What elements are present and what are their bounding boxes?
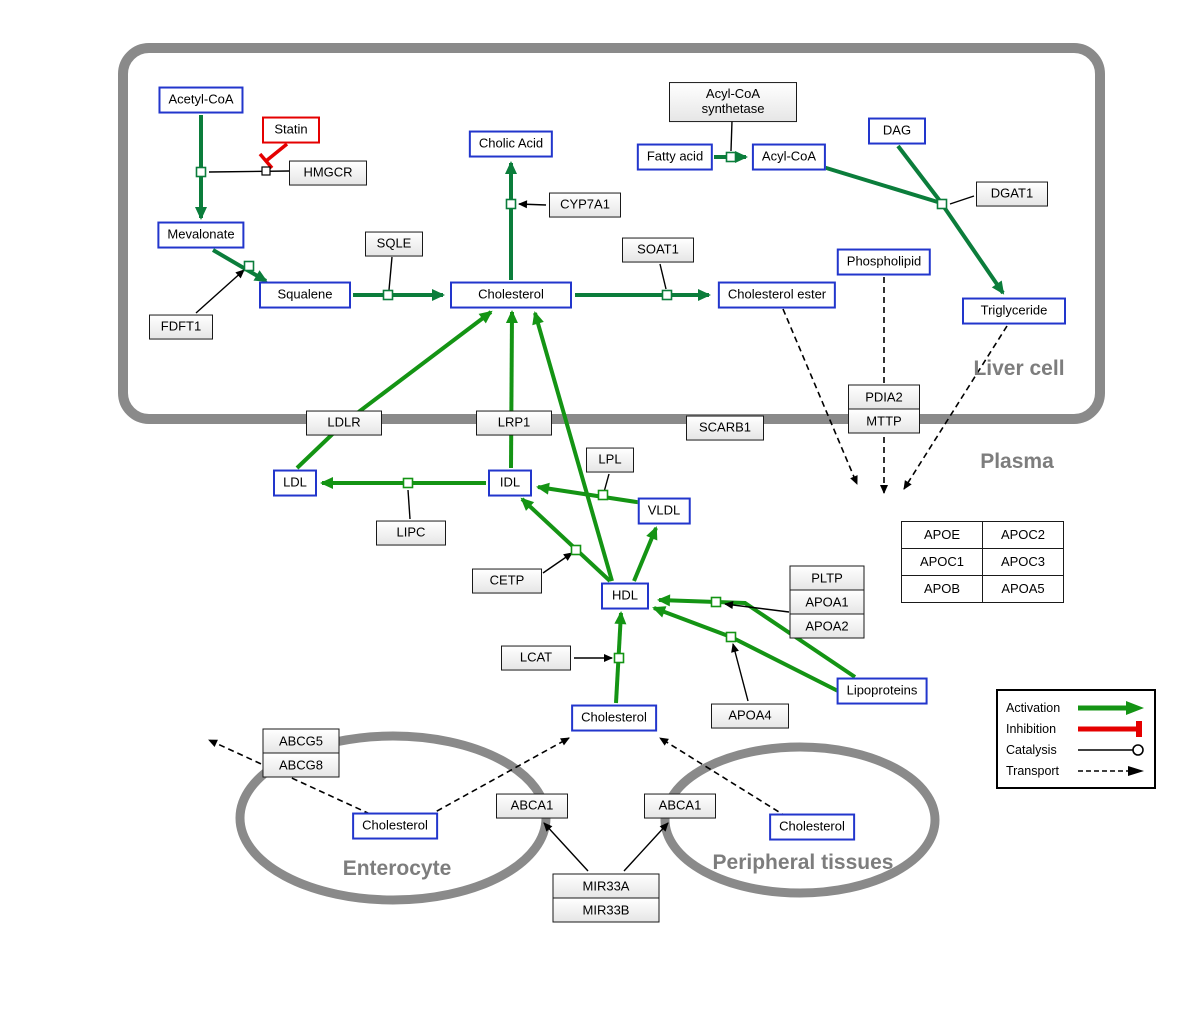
node-statin[interactable]: Statin xyxy=(262,116,320,144)
node-apob[interactable]: APOB xyxy=(901,575,983,603)
node-soat1[interactable]: SOAT1 xyxy=(622,237,694,263)
node-triglyceride[interactable]: Triglyceride xyxy=(962,297,1066,325)
reaction-nodes xyxy=(195,151,948,664)
node-dag[interactable]: DAG xyxy=(868,117,926,145)
node-phospholipid[interactable]: Phospholipid xyxy=(836,248,932,276)
node-acyl-coa-synthetase[interactable]: Acyl-CoA synthetase xyxy=(669,82,797,122)
node-cyp7a1[interactable]: CYP7A1 xyxy=(549,192,621,218)
legend-catalysis-label: Catalysis xyxy=(1006,742,1057,757)
node-ldlr[interactable]: LDLR xyxy=(306,410,382,436)
node-sqle[interactable]: SQLE xyxy=(365,231,423,257)
node-cholesterol-ester[interactable]: Cholesterol ester xyxy=(717,281,837,309)
node-fdft1[interactable]: FDFT1 xyxy=(149,314,213,340)
node-abcg8[interactable]: ABCG8 xyxy=(262,752,340,778)
node-lpl[interactable]: LPL xyxy=(586,447,634,473)
node-hmgcr[interactable]: HMGCR xyxy=(289,160,367,186)
activation-edges-plasma xyxy=(295,310,857,704)
node-dgat1[interactable]: DGAT1 xyxy=(976,181,1048,207)
node-cholesterol-enterocyte[interactable]: Cholesterol xyxy=(352,812,438,840)
node-abca1-enterocyte[interactable]: ABCA1 xyxy=(496,793,568,819)
node-apoc2[interactable]: APOC2 xyxy=(982,521,1064,549)
node-lrp1[interactable]: LRP1 xyxy=(476,410,552,436)
stack-pltp-apoa1-apoa2: PLTP APOA1 APOA2 xyxy=(789,565,865,639)
activation-edges-liver xyxy=(195,115,1005,301)
peripheral-tissues-label: Peripheral tissues xyxy=(712,851,894,874)
node-apoc3[interactable]: APOC3 xyxy=(982,548,1064,576)
catalysis-circle-icon xyxy=(1078,743,1144,756)
hmgcr-catalysis-port xyxy=(261,166,271,176)
enterocyte-label: Enterocyte xyxy=(342,857,452,880)
node-abca1-peripheral[interactable]: ABCA1 xyxy=(644,793,716,819)
plasma-label: Plasma xyxy=(980,450,1054,473)
node-cholesterol-liver[interactable]: Cholesterol xyxy=(450,281,572,309)
node-lipc[interactable]: LIPC xyxy=(376,520,446,546)
node-lcat[interactable]: LCAT xyxy=(501,645,571,671)
stack-abcg5-abcg8: ABCG5 ABCG8 xyxy=(262,728,340,778)
node-mevalonate[interactable]: Mevalonate xyxy=(157,221,245,249)
acyl-coa-synthetase-line1: Acyl-CoA xyxy=(705,86,761,102)
legend-row-catalysis: Catalysis xyxy=(1006,739,1146,760)
node-apoc1[interactable]: APOC1 xyxy=(901,548,983,576)
peripheral-tissues-outline xyxy=(660,742,940,898)
node-mir33b[interactable]: MIR33B xyxy=(552,897,660,923)
node-acetyl-coa[interactable]: Acetyl-CoA xyxy=(158,86,244,114)
inhibition-edge xyxy=(258,142,289,170)
node-apoa5[interactable]: APOA5 xyxy=(982,575,1064,603)
transport-edges xyxy=(208,277,1008,818)
node-apoe[interactable]: APOE xyxy=(901,521,983,549)
legend-activation-label: Activation xyxy=(1006,700,1061,715)
inhibition-tbar-icon xyxy=(1078,720,1142,737)
legend-row-inhibition: Inhibition xyxy=(1006,718,1146,739)
node-acyl-coa[interactable]: Acyl-CoA xyxy=(751,143,827,171)
activation-arrow-icon xyxy=(1078,700,1144,715)
node-apoa1[interactable]: APOA1 xyxy=(789,589,865,615)
apolipoprotein-table: APOE APOC2 APOC1 APOC3 APOB APOA5 xyxy=(901,521,1064,603)
node-cetp[interactable]: CETP xyxy=(472,568,542,594)
catalysis-edges xyxy=(195,120,975,872)
legend-row-transport: Transport xyxy=(1006,760,1146,781)
node-vldl[interactable]: VLDL xyxy=(637,497,691,525)
node-apoa4[interactable]: APOA4 xyxy=(711,703,789,729)
legend-transport-label: Transport xyxy=(1006,763,1060,778)
node-hdl[interactable]: HDL xyxy=(601,582,649,610)
transport-dashed-arrow-icon xyxy=(1078,765,1144,776)
node-idl[interactable]: IDL xyxy=(488,469,532,497)
node-cholic-acid[interactable]: Cholic Acid xyxy=(468,130,554,158)
legend-inhibition-label: Inhibition xyxy=(1006,721,1057,736)
stack-mir33a-mir33b: MIR33A MIR33B xyxy=(552,873,660,923)
node-mttp[interactable]: MTTP xyxy=(848,408,920,434)
node-pdia2[interactable]: PDIA2 xyxy=(848,384,920,410)
node-lipoproteins[interactable]: Lipoproteins xyxy=(836,677,928,705)
liver-cell-label: Liver cell xyxy=(973,357,1065,380)
liver-cell-outline xyxy=(118,43,1105,424)
stack-pdia2-mttp: PDIA2 MTTP xyxy=(848,384,920,434)
legend-row-activation: Activation xyxy=(1006,697,1146,718)
node-squalene[interactable]: Squalene xyxy=(259,281,351,309)
node-cholesterol-peripheral[interactable]: Cholesterol xyxy=(769,813,855,841)
legend: Activation Inhibition Catalysis Transpor… xyxy=(996,689,1156,789)
node-scarb1[interactable]: SCARB1 xyxy=(686,415,764,441)
node-ldl[interactable]: LDL xyxy=(273,469,317,497)
node-apoa2[interactable]: APOA2 xyxy=(789,613,865,639)
acyl-coa-synthetase-line2: synthetase xyxy=(701,101,765,116)
node-fatty-acid[interactable]: Fatty acid xyxy=(636,143,714,171)
node-abcg5[interactable]: ABCG5 xyxy=(262,728,340,754)
node-pltp[interactable]: PLTP xyxy=(789,565,865,591)
node-mir33a[interactable]: MIR33A xyxy=(552,873,660,899)
node-cholesterol-plasma[interactable]: Cholesterol xyxy=(571,704,657,732)
